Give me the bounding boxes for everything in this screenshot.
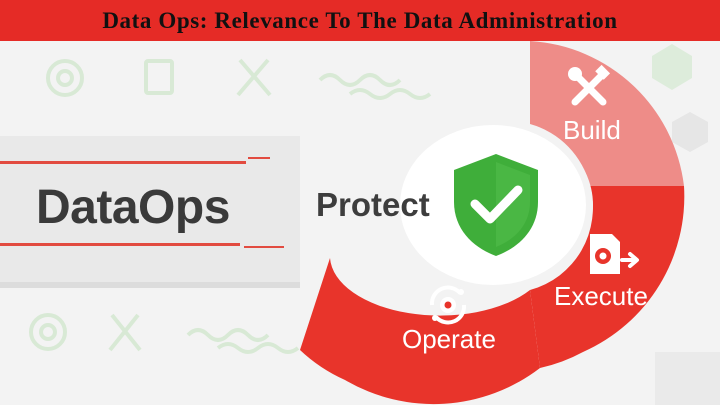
bg-wave-1 xyxy=(318,73,402,87)
segment-label-operate: Operate xyxy=(402,324,496,354)
bg-corner-panel xyxy=(655,352,720,405)
panel-bottom-line xyxy=(0,243,240,246)
bg-hexagon-2 xyxy=(672,112,708,152)
bg-document-icon xyxy=(144,59,174,95)
center-label: Protect xyxy=(316,186,430,223)
header-bar: Data Ops: Relevance To The Data Administ… xyxy=(0,0,720,41)
segment-operate xyxy=(300,258,540,405)
panel-bottom-line-short xyxy=(244,246,284,248)
gear-cycle-icon xyxy=(429,285,467,325)
tools-icon xyxy=(568,64,611,106)
bg-cycle-icon-2 xyxy=(29,313,67,351)
bg-tools-icon-2 xyxy=(108,313,142,352)
gear-document-icon xyxy=(590,234,639,274)
bg-wave-2 xyxy=(186,328,270,342)
panel-top-line xyxy=(0,161,246,164)
panel-top-line-short xyxy=(248,157,270,159)
segment-label-execute: Execute xyxy=(554,281,648,311)
segment-label-build: Build xyxy=(563,115,621,145)
segment-execute xyxy=(530,186,685,368)
bg-hexagon xyxy=(652,44,692,90)
bg-cycle-icon xyxy=(46,59,84,97)
shield-check-icon xyxy=(454,154,538,256)
segment-build xyxy=(530,41,684,186)
dataops-title: DataOps xyxy=(36,181,230,234)
panel-shadow xyxy=(0,282,300,288)
page-title: Data Ops: Relevance To The Data Administ… xyxy=(102,7,618,33)
bg-tools-icon xyxy=(236,58,272,97)
